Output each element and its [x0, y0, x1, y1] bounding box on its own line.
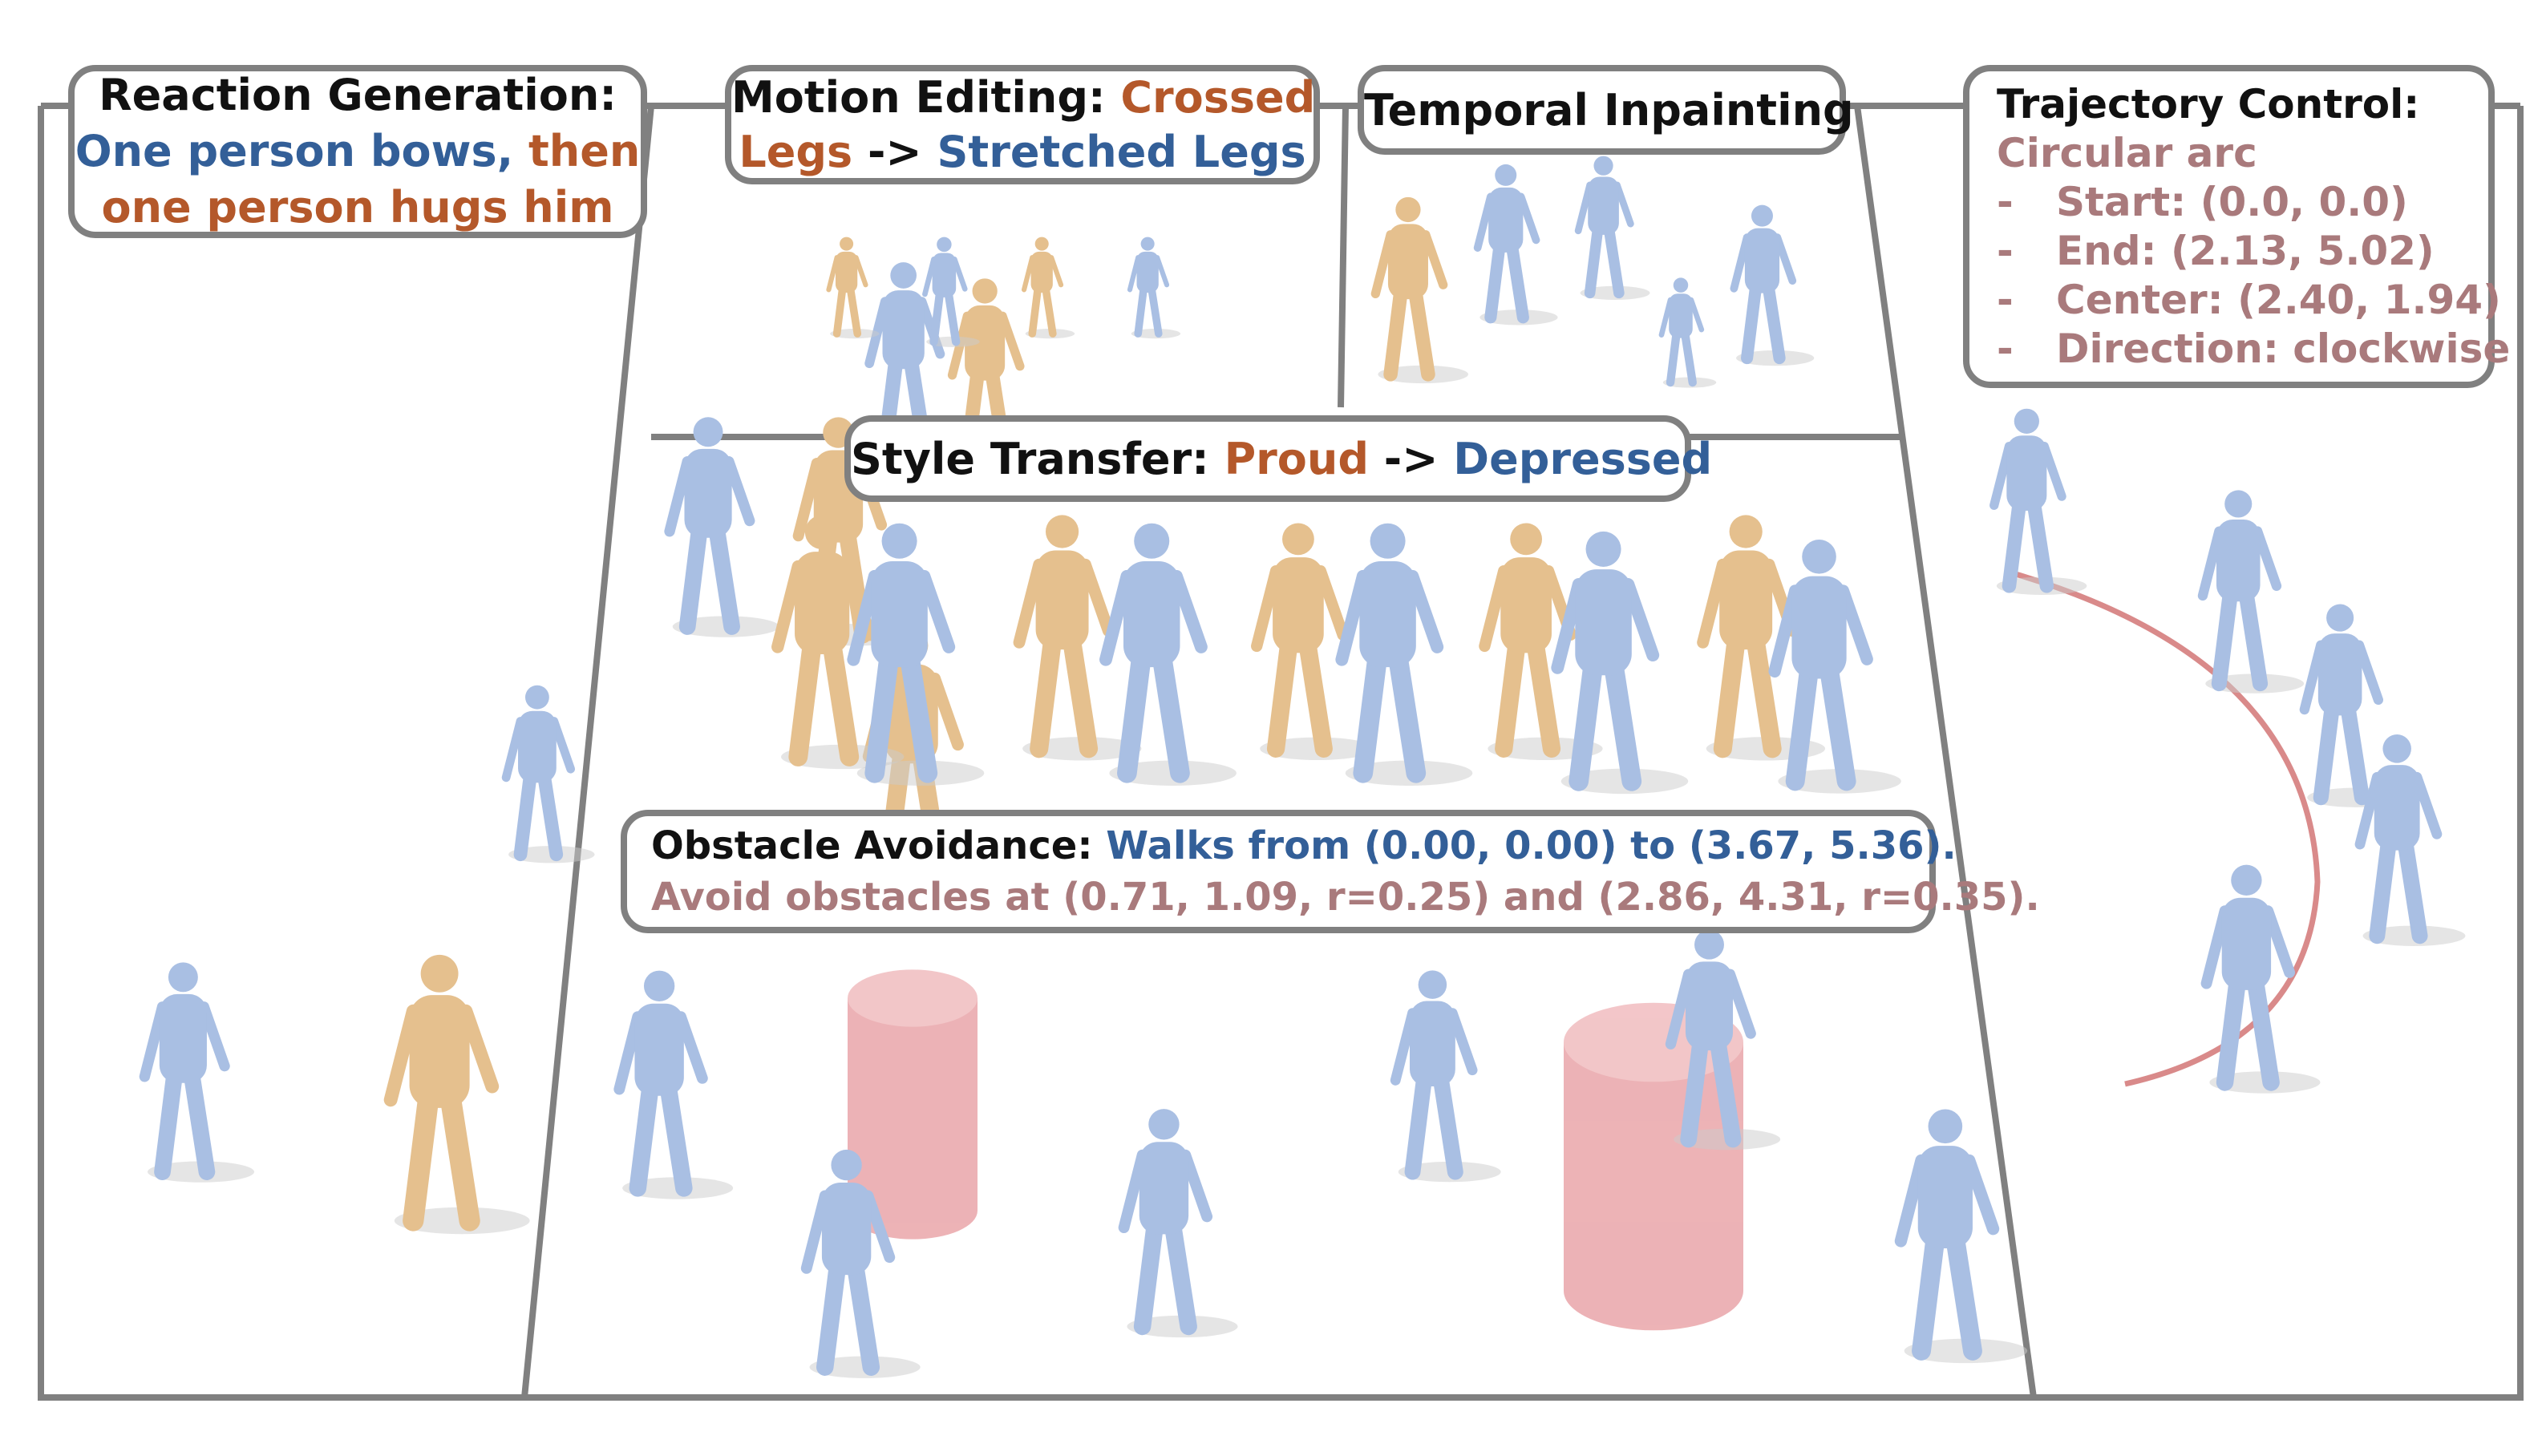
editing-from2: Legs — [739, 126, 853, 177]
style-from: Proud — [1224, 433, 1369, 484]
temporal-title: Temporal Inpainting — [1364, 84, 1854, 135]
style-to: Depressed — [1453, 433, 1713, 484]
editing-title: Motion Editing: — [731, 71, 1106, 123]
person-blue — [1390, 970, 1501, 1183]
person-blue — [1099, 523, 1237, 786]
person-blue — [613, 970, 734, 1199]
person-orange — [826, 237, 880, 339]
reaction-title: Reaction Generation: — [99, 70, 617, 120]
person-blue — [1127, 237, 1181, 339]
reaction-part3: one person hugs him — [101, 182, 614, 233]
editing-to: Stretched Legs — [937, 126, 1306, 177]
trajectory-control-label: Trajectory Control: Circular arc -Start:… — [1963, 65, 2511, 388]
obstacle-avoidance-label: Obstacle Avoidance: Walks from (0.00, 0.… — [621, 810, 2040, 933]
person-blue — [922, 237, 980, 347]
person-orange — [383, 954, 530, 1235]
motion-editing-label: Motion Editing: Crossed Legs -> Stretche… — [725, 65, 1320, 184]
person-blue — [501, 685, 595, 863]
person-blue — [2200, 864, 2321, 1094]
trajectory-item: -Start: (0.0, 0.0) — [1997, 178, 2408, 225]
trajectory-end: End: (2.13, 5.02) — [2056, 227, 2435, 274]
person-blue — [2197, 490, 2305, 694]
obstacle-avoid: Avoid obstacles at (0.71, 1.09, r=0.25) … — [651, 875, 2040, 920]
trajectory-center: Center: (2.40, 1.94) — [2056, 276, 2501, 323]
obstacle-goal: Walks from (0.00, 0.00) to (3.67, 5.36). — [1106, 823, 1957, 868]
style-transfer-label: Style Transfer: Proud -> Depressed — [844, 415, 1712, 502]
reaction-generation-label: Reaction Generation: One person bows, th… — [68, 65, 647, 238]
trajectory-item: -End: (2.13, 5.02) — [1997, 227, 2435, 274]
person-blue — [1730, 204, 1815, 366]
person-blue — [2354, 734, 2466, 946]
style-title: Style Transfer: — [851, 433, 1209, 484]
person-blue — [664, 417, 779, 637]
trajectory-path — [2004, 568, 2321, 1087]
outer-border — [38, 106, 2524, 1401]
divider-top-middle — [1338, 105, 1349, 408]
person-blue — [1894, 1109, 2028, 1364]
trajectory-shape: Circular arc — [1997, 129, 2257, 176]
reaction-part1: One person bows, — [75, 126, 514, 176]
person-orange — [1013, 515, 1142, 761]
editing-arrow: -> — [868, 126, 922, 177]
person-blue — [800, 1149, 921, 1378]
person-blue — [1335, 523, 1473, 786]
person-blue — [1473, 164, 1558, 326]
person-orange — [1251, 523, 1375, 761]
person-blue — [1665, 929, 1781, 1151]
obstacle-cylinder — [1564, 1002, 1743, 1331]
temporal-inpainting-label: Temporal Inpainting — [1358, 65, 1854, 155]
trajectory-item: -Direction: clockwise — [1997, 325, 2511, 372]
person-blue — [1574, 156, 1650, 301]
person-blue — [1658, 277, 1717, 388]
person-blue — [1118, 1109, 1238, 1338]
divider-right — [1854, 105, 2037, 1398]
trajectory-item: -Center: (2.40, 1.94) — [1997, 276, 2501, 323]
editing-from: Crossed — [1120, 71, 1316, 123]
person-blue — [1768, 539, 1901, 794]
obstacle-title: Obstacle Avoidance: — [651, 823, 1093, 868]
person-orange — [1370, 196, 1468, 384]
trajectory-start: Start: (0.0, 0.0) — [2056, 178, 2408, 225]
divider-left — [521, 105, 654, 1398]
trajectory-direction: Direction: clockwise — [2056, 325, 2511, 372]
person-blue — [1989, 408, 2087, 595]
reaction-part2: then — [528, 126, 641, 176]
trajectory-title: Trajectory Control: — [1997, 80, 2420, 127]
person-blue — [139, 962, 255, 1183]
person-blue — [1551, 531, 1689, 795]
style-arrow: -> — [1383, 433, 1439, 484]
person-orange — [1021, 237, 1075, 339]
person-blue — [847, 523, 985, 786]
